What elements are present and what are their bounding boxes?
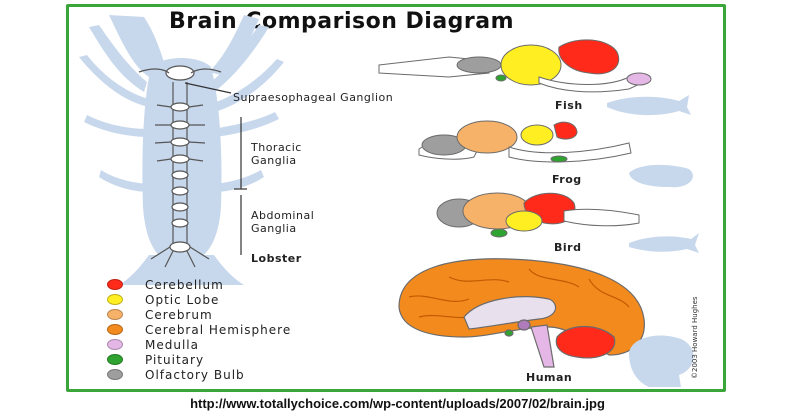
legend-item: Cerebrum — [107, 307, 291, 322]
legend-swatch — [107, 369, 123, 380]
legend: Cerebellum Optic Lobe Cerebrum Cerebral … — [107, 277, 291, 382]
fish-brain — [378, 39, 652, 93]
legend-label: Medulla — [145, 337, 199, 352]
legend-label: Cerebrum — [145, 307, 213, 322]
diagram-illustration — [79, 15, 699, 387]
legend-label: Cerebral Hemisphere — [145, 322, 292, 337]
human-silhouette — [629, 335, 694, 387]
label-bird: Bird — [554, 241, 582, 254]
legend-item: Medulla — [107, 337, 291, 352]
label-abdominal: Abdominal Ganglia — [251, 209, 315, 235]
label-frog: Frog — [552, 173, 582, 186]
legend-swatch — [107, 354, 123, 365]
lobster-nerve-cord — [138, 65, 222, 268]
legend-item: Pituitary — [107, 352, 291, 367]
legend-label: Olfactory Bulb — [145, 367, 245, 382]
legend-swatch — [107, 339, 123, 350]
label-lobster: Lobster — [251, 252, 302, 265]
label-thoracic: Thoracic Ganglia — [251, 141, 302, 167]
legend-item: Olfactory Bulb — [107, 367, 291, 382]
label-human: Human — [526, 371, 573, 384]
legend-label: Cerebellum — [145, 277, 224, 292]
legend-item: Optic Lobe — [107, 292, 291, 307]
legend-swatch — [107, 309, 123, 320]
bird-silhouette — [629, 233, 699, 253]
legend-item: Cerebellum — [107, 277, 291, 292]
label-fish: Fish — [555, 99, 583, 112]
bird-brain — [436, 192, 640, 238]
ganglia-brackets — [184, 82, 247, 255]
frog-silhouette — [629, 164, 693, 188]
frog-brain — [418, 120, 632, 163]
legend-item: Cerebral Hemisphere — [107, 322, 291, 337]
legend-swatch — [107, 294, 123, 305]
legend-swatch — [107, 324, 123, 335]
legend-swatch — [107, 279, 123, 290]
label-supraesophageal: Supraesophageal Ganglion — [233, 91, 394, 104]
legend-label: Pituitary — [145, 352, 205, 367]
human-brain — [398, 258, 645, 368]
diagram-title: Brain Comparison Diagram — [169, 9, 515, 34]
fish-silhouette — [607, 95, 691, 116]
source-url[interactable]: http://www.totallychoice.com/wp-content/… — [190, 396, 605, 411]
copyright-credit: ©2003 Howard Hughes — [691, 296, 699, 379]
legend-label: Optic Lobe — [145, 292, 220, 307]
diagram-frame: Brain Comparison Diagram — [66, 4, 726, 392]
